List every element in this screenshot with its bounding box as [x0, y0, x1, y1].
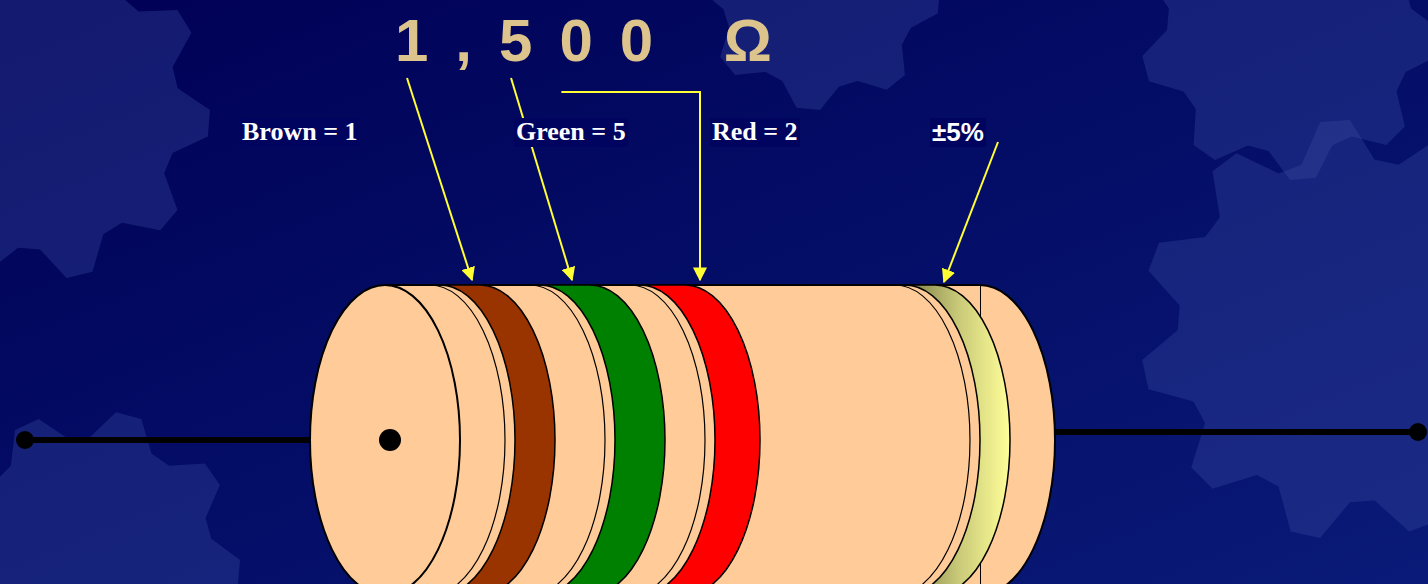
lead-end	[1409, 423, 1427, 441]
leader-line	[511, 78, 572, 280]
color-bands	[430, 285, 1010, 584]
lead-wire	[1050, 429, 1418, 435]
lead-end	[379, 429, 401, 451]
body-ridge	[630, 285, 705, 584]
gear-shape	[0, 0, 210, 278]
leader-lines	[407, 78, 998, 282]
body-ridge	[895, 285, 970, 584]
resistance-value: 1,500 Ω	[395, 8, 799, 74]
gear-shape	[1142, 0, 1428, 180]
color-band	[540, 285, 665, 584]
band-label: Green = 5	[514, 118, 628, 147]
color-band	[905, 285, 1010, 584]
body-ridge	[530, 285, 605, 584]
leader-line	[407, 78, 472, 280]
band-label: ±5%	[930, 118, 986, 147]
resistor-body	[385, 285, 980, 584]
gear-shape	[1142, 120, 1428, 538]
band-label: Red = 2	[710, 118, 800, 147]
leader-line	[944, 142, 998, 282]
color-band	[640, 285, 760, 584]
band-label: Brown = 1	[240, 118, 359, 147]
lead-end	[379, 429, 401, 451]
resistor-end-face	[310, 285, 460, 584]
lead-end	[16, 431, 34, 449]
